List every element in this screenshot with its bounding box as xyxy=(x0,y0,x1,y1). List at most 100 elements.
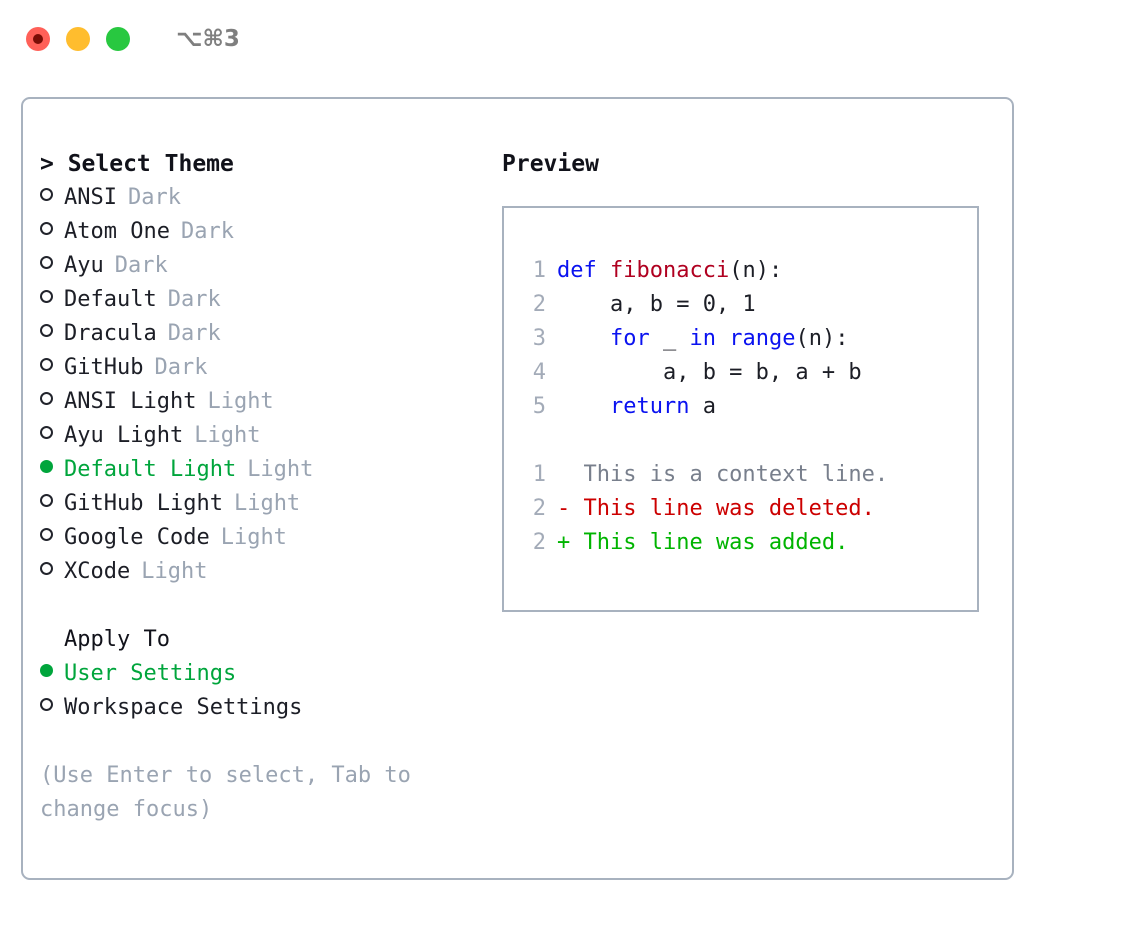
theme-option-dracula[interactable]: Dracula Dark xyxy=(40,317,480,351)
code-line: 1 def fibonacci(n): xyxy=(522,254,888,288)
theme-option-label: Ayu Light xyxy=(64,423,184,448)
radio-unselected-icon[interactable] xyxy=(40,290,53,303)
theme-option-label: ANSI Light xyxy=(64,389,197,414)
theme-option-label: Default Light xyxy=(64,457,237,482)
code-line: 5 return a xyxy=(522,390,888,424)
title-bar: ⌥⌘3 xyxy=(0,0,1140,78)
radio-unselected-icon[interactable] xyxy=(40,494,53,507)
radio-selected-icon[interactable] xyxy=(40,460,53,473)
radio-selected-icon[interactable] xyxy=(40,664,53,677)
code-token-plain: a, b = 0, 1 xyxy=(557,292,756,317)
code-token-kw: range xyxy=(729,326,796,351)
apply-to-option-label: User Settings xyxy=(64,661,237,686)
code-line-content: a, b = 0, 1 xyxy=(557,288,756,322)
theme-option-default-light[interactable]: Default Light Light xyxy=(40,453,480,487)
diff-line-content: This is a context line. xyxy=(557,462,889,487)
radio-unselected-icon[interactable] xyxy=(40,324,53,337)
apply-to-option-label: Workspace Settings xyxy=(64,695,303,720)
diff-line: 2 + This line was added. xyxy=(522,526,888,560)
code-token-plain xyxy=(557,326,610,351)
radio-unselected-icon[interactable] xyxy=(40,392,53,405)
theme-option-kind: Dark xyxy=(167,287,221,312)
theme-option-label: ANSI xyxy=(64,185,117,210)
minimize-button[interactable] xyxy=(66,27,90,51)
preview-header: Preview xyxy=(502,151,599,177)
close-button[interactable] xyxy=(26,27,50,51)
diff-line-content: + This line was added. xyxy=(557,530,849,555)
code-line: 2 a, b = 0, 1 xyxy=(522,288,888,322)
line-number: 2 xyxy=(532,292,546,317)
code-token-plain xyxy=(557,394,610,419)
theme-option-kind: Dark xyxy=(114,253,168,278)
code-blank-line xyxy=(522,424,888,458)
theme-option-label: Default xyxy=(64,287,157,312)
line-number: 2 xyxy=(532,496,546,521)
code-token-plain xyxy=(716,326,729,351)
radio-unselected-icon[interactable] xyxy=(40,426,53,439)
code-token-plain: (n): xyxy=(795,326,849,351)
line-number: 4 xyxy=(532,360,546,385)
code-token-plain: a xyxy=(689,394,716,419)
code-line-content: a, b = b, a + b xyxy=(557,356,862,390)
radio-unselected-icon[interactable] xyxy=(40,222,53,235)
line-number: 2 xyxy=(532,530,546,555)
line-number: 1 xyxy=(532,258,546,283)
code-token-plain: a, b = b, a + b xyxy=(557,360,862,385)
apply-to-option-workspace-settings[interactable]: Workspace Settings xyxy=(40,691,480,725)
list-spacer xyxy=(40,589,480,623)
radio-unselected-icon[interactable] xyxy=(40,188,53,201)
code-line-content: for _ in range(n): xyxy=(557,322,848,356)
line-number: 3 xyxy=(532,326,546,351)
code-token-fn: fibonacci xyxy=(609,258,730,283)
code-token-kw: def xyxy=(557,258,610,283)
code-line-content: def fibonacci(n): xyxy=(557,254,782,288)
theme-option-kind: Light xyxy=(220,525,287,550)
radio-unselected-icon[interactable] xyxy=(40,698,53,711)
keyboard-shortcut-label: ⌥⌘3 xyxy=(176,26,240,52)
diff-line-content: - This line was deleted. xyxy=(557,496,875,521)
theme-option-ayu-light[interactable]: Ayu Light Light xyxy=(40,419,480,453)
code-token-plain: _ xyxy=(649,326,690,351)
code-token-kw: for xyxy=(609,326,650,351)
code-token-kw: in xyxy=(689,326,716,351)
code-token-plain: (n): xyxy=(729,258,783,283)
radio-unselected-icon[interactable] xyxy=(40,562,53,575)
radio-unselected-icon[interactable] xyxy=(40,256,53,269)
apply-to-header: Apply To xyxy=(64,627,170,652)
maximize-button[interactable] xyxy=(106,27,130,51)
code-line: 3 for _ in range(n): xyxy=(522,322,888,356)
apply-to-option-user-settings[interactable]: User Settings xyxy=(40,657,480,691)
theme-option-label: Dracula xyxy=(64,321,157,346)
line-number: 5 xyxy=(532,394,546,419)
theme-option-default[interactable]: Default Dark xyxy=(40,283,480,317)
theme-option-google-code[interactable]: Google Code Light xyxy=(40,521,480,555)
theme-option-kind: Light xyxy=(247,457,314,482)
radio-unselected-icon[interactable] xyxy=(40,528,53,541)
theme-option-kind: Dark xyxy=(127,185,181,210)
theme-option-kind: Light xyxy=(141,559,208,584)
theme-option-label: Google Code xyxy=(64,525,210,550)
line-number: 1 xyxy=(532,462,546,487)
radio-unselected-icon[interactable] xyxy=(40,358,53,371)
select-theme-header: > Select Theme xyxy=(40,151,234,177)
theme-option-kind: Light xyxy=(233,491,301,516)
theme-option-kind: Dark xyxy=(167,321,221,346)
code-line-content: return a xyxy=(557,390,716,424)
theme-option-ansi[interactable]: ANSI Dark xyxy=(40,181,480,215)
keyboard-hint: (Use Enter to select, Tab to change focu… xyxy=(40,763,425,822)
theme-option-kind: Light xyxy=(194,423,261,448)
hint-spacer xyxy=(40,725,480,759)
code-line: 4 a, b = b, a + b xyxy=(522,356,888,390)
